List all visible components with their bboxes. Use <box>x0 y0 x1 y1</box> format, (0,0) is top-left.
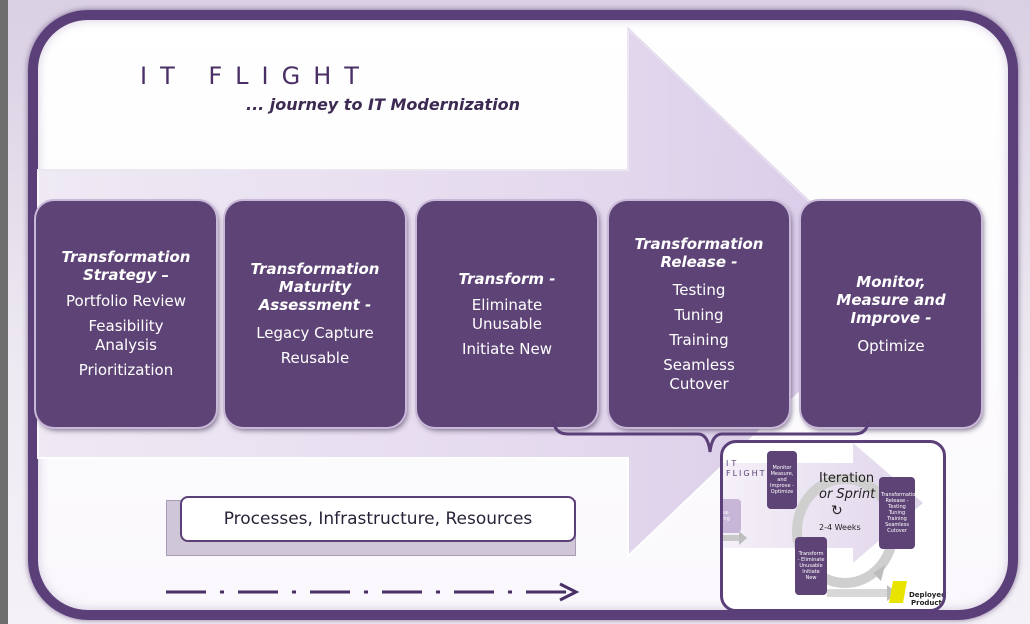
stage-item: Legacy Capture <box>256 324 374 342</box>
stage-heading: Transform - <box>458 269 556 288</box>
stage-item: Prioritization <box>78 361 174 379</box>
inset-monitor-box: Monitor Measure, and Improve - Optimize <box>767 451 797 509</box>
iteration-thumbnail: IT FLIGHT Iteration or Sprint ↻ 2-4 Week… <box>720 440 946 612</box>
stage-item: Tuning <box>674 305 724 324</box>
stage-item: Eliminate Unusable <box>471 295 543 333</box>
stage-transformation-strategy: Transformation Strategy – Portfolio Revi… <box>36 201 216 427</box>
stage-item: Seamless Cutover <box>663 355 735 393</box>
stage-heading: Transformation Release - <box>634 234 764 271</box>
stage-transformation-release: Transformation Release - Testing Tuning … <box>609 201 789 427</box>
inset-transform-box: Transform - Eliminate Unusable Initiate … <box>795 537 827 595</box>
stage-transform: Transform - Eliminate Unusable Initiate … <box>417 201 597 427</box>
inset-brand-line2: FLIGHT <box>726 469 767 478</box>
stage-heading: Monitor, Measure and Improve - <box>836 272 946 327</box>
stage-item: Training <box>669 330 729 349</box>
timeline-arrow <box>166 582 580 602</box>
refresh-icon: ↻ <box>831 503 843 519</box>
stage-item: Initiate New <box>462 339 552 358</box>
stage-maturity-assessment: Transformation Maturity Assessment - Leg… <box>225 201 405 427</box>
stage-monitor-measure-improve: Monitor, Measure and Improve - Optimize <box>801 201 981 427</box>
stage-item: Optimize <box>857 336 925 355</box>
stage-item: Feasibility Analysis <box>88 317 164 354</box>
page-subtitle: ... journey to IT Modernization <box>246 95 521 114</box>
sprint-label: or Sprint <box>819 487 876 502</box>
inset-release-planning: Release Planning <box>723 499 741 533</box>
stage-heading: Transformation Maturity Assessment - <box>250 260 380 314</box>
inset-brand-line1: IT <box>726 459 740 468</box>
duration-label: 2-4 Weeks <box>819 523 861 532</box>
product-label: Product <box>911 599 942 607</box>
processes-box: Processes, Infrastructure, Resources <box>180 496 576 542</box>
stage-item: Testing <box>672 280 726 299</box>
stage-item: Portfolio Review <box>66 292 186 310</box>
stage-heading: Transformation Strategy – <box>61 248 191 284</box>
callout-bracket <box>552 420 870 453</box>
deployed-label: Deployed <box>909 591 946 599</box>
inset-release-box: Transformation Release - Testing Tuning … <box>879 477 919 549</box>
stage-item: Reusable <box>280 349 350 367</box>
page-title: IT FLIGHT <box>140 62 372 90</box>
iteration-label: Iteration <box>819 471 875 486</box>
